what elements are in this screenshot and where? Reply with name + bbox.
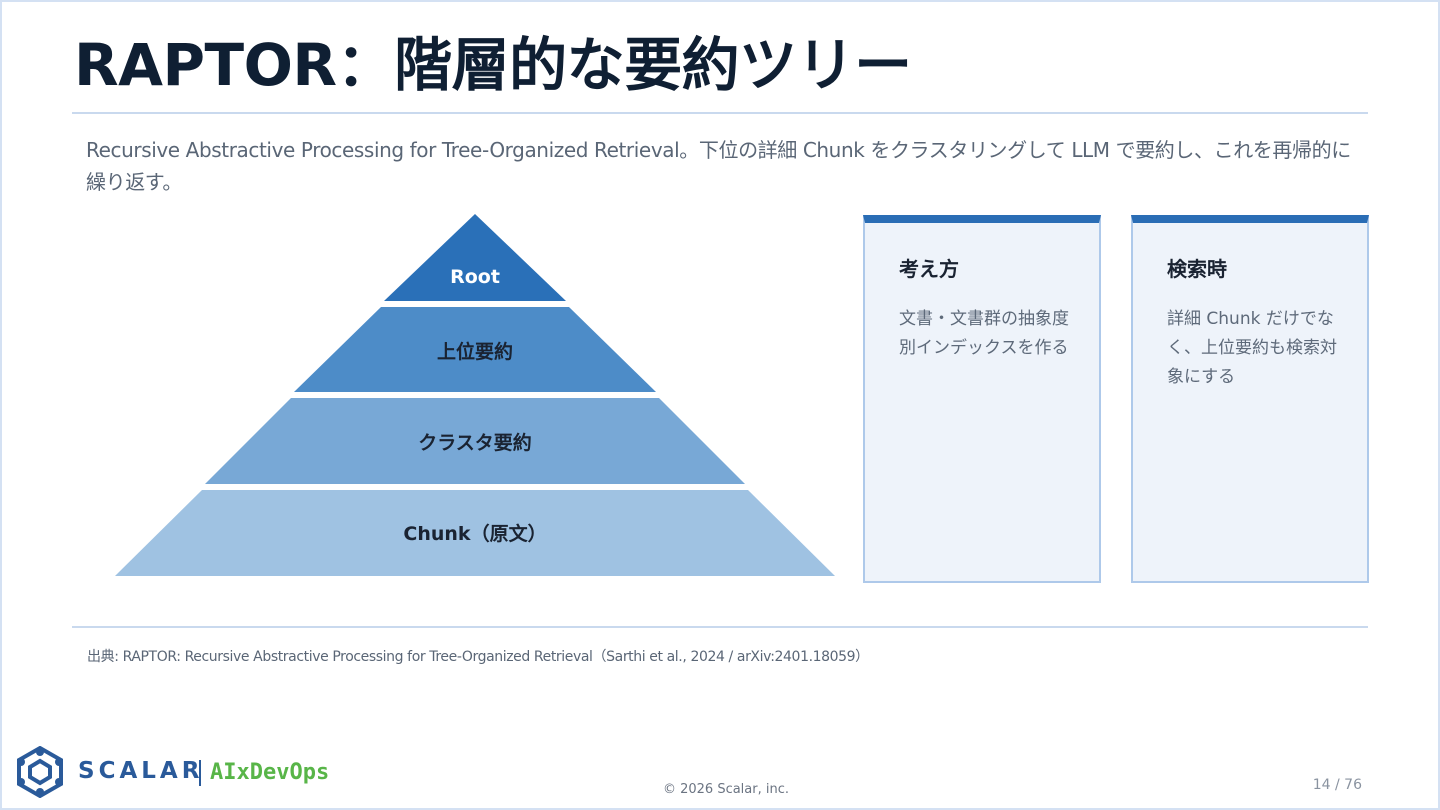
pyramid-graphic [115,214,835,576]
card-concept-title: 考え方 [899,257,959,281]
scalar-logo-icon [17,746,63,798]
pyramid-tier-upper-summary [294,307,656,392]
brand-separator [199,760,201,786]
pyramid-tier-root [384,214,566,301]
pyramid-label-root: Root [450,266,500,288]
brand-tagline: AIxDevOps [210,760,330,785]
page-number: 14 / 76 [1312,777,1362,793]
pyramid-tier-cluster-summary [205,398,745,484]
source-citation: 出典: RAPTOR: Recursive Abstractive Proces… [87,649,869,665]
card-concept-body: 文書・文書群の抽象度別インデックスを作る [899,309,1069,358]
card-search: 検索時 詳細 Chunk だけでなく、上位要約も検索対象にする [1131,215,1369,583]
card-search-title: 検索時 [1167,257,1227,281]
card-concept: 考え方 文書・文書群の抽象度別インデックスを作る [863,215,1101,583]
pyramid-label-cluster-summary: クラスタ要約 [418,432,532,454]
copyright-text: © 2026 Scalar, inc. [662,782,790,797]
brand-name: SCALAR [78,758,204,784]
pyramid-tier-chunk [115,490,835,576]
card-search-body: 詳細 Chunk だけでなく、上位要約も検索対象にする [1167,309,1337,387]
pyramid-label-chunk: Chunk（原文） [403,523,547,545]
raptor-pyramid: Root 上位要約 クラスタ要約 Chunk（原文） [113,214,837,578]
pyramid-label-upper-summary: 上位要約 [436,341,513,363]
lead-text: Recursive Abstractive Processing for Tre… [86,138,1351,194]
title-divider [72,112,1368,114]
source-divider [72,626,1368,628]
slide-title: RAPTOR：階層的な要約ツリー [74,31,912,99]
